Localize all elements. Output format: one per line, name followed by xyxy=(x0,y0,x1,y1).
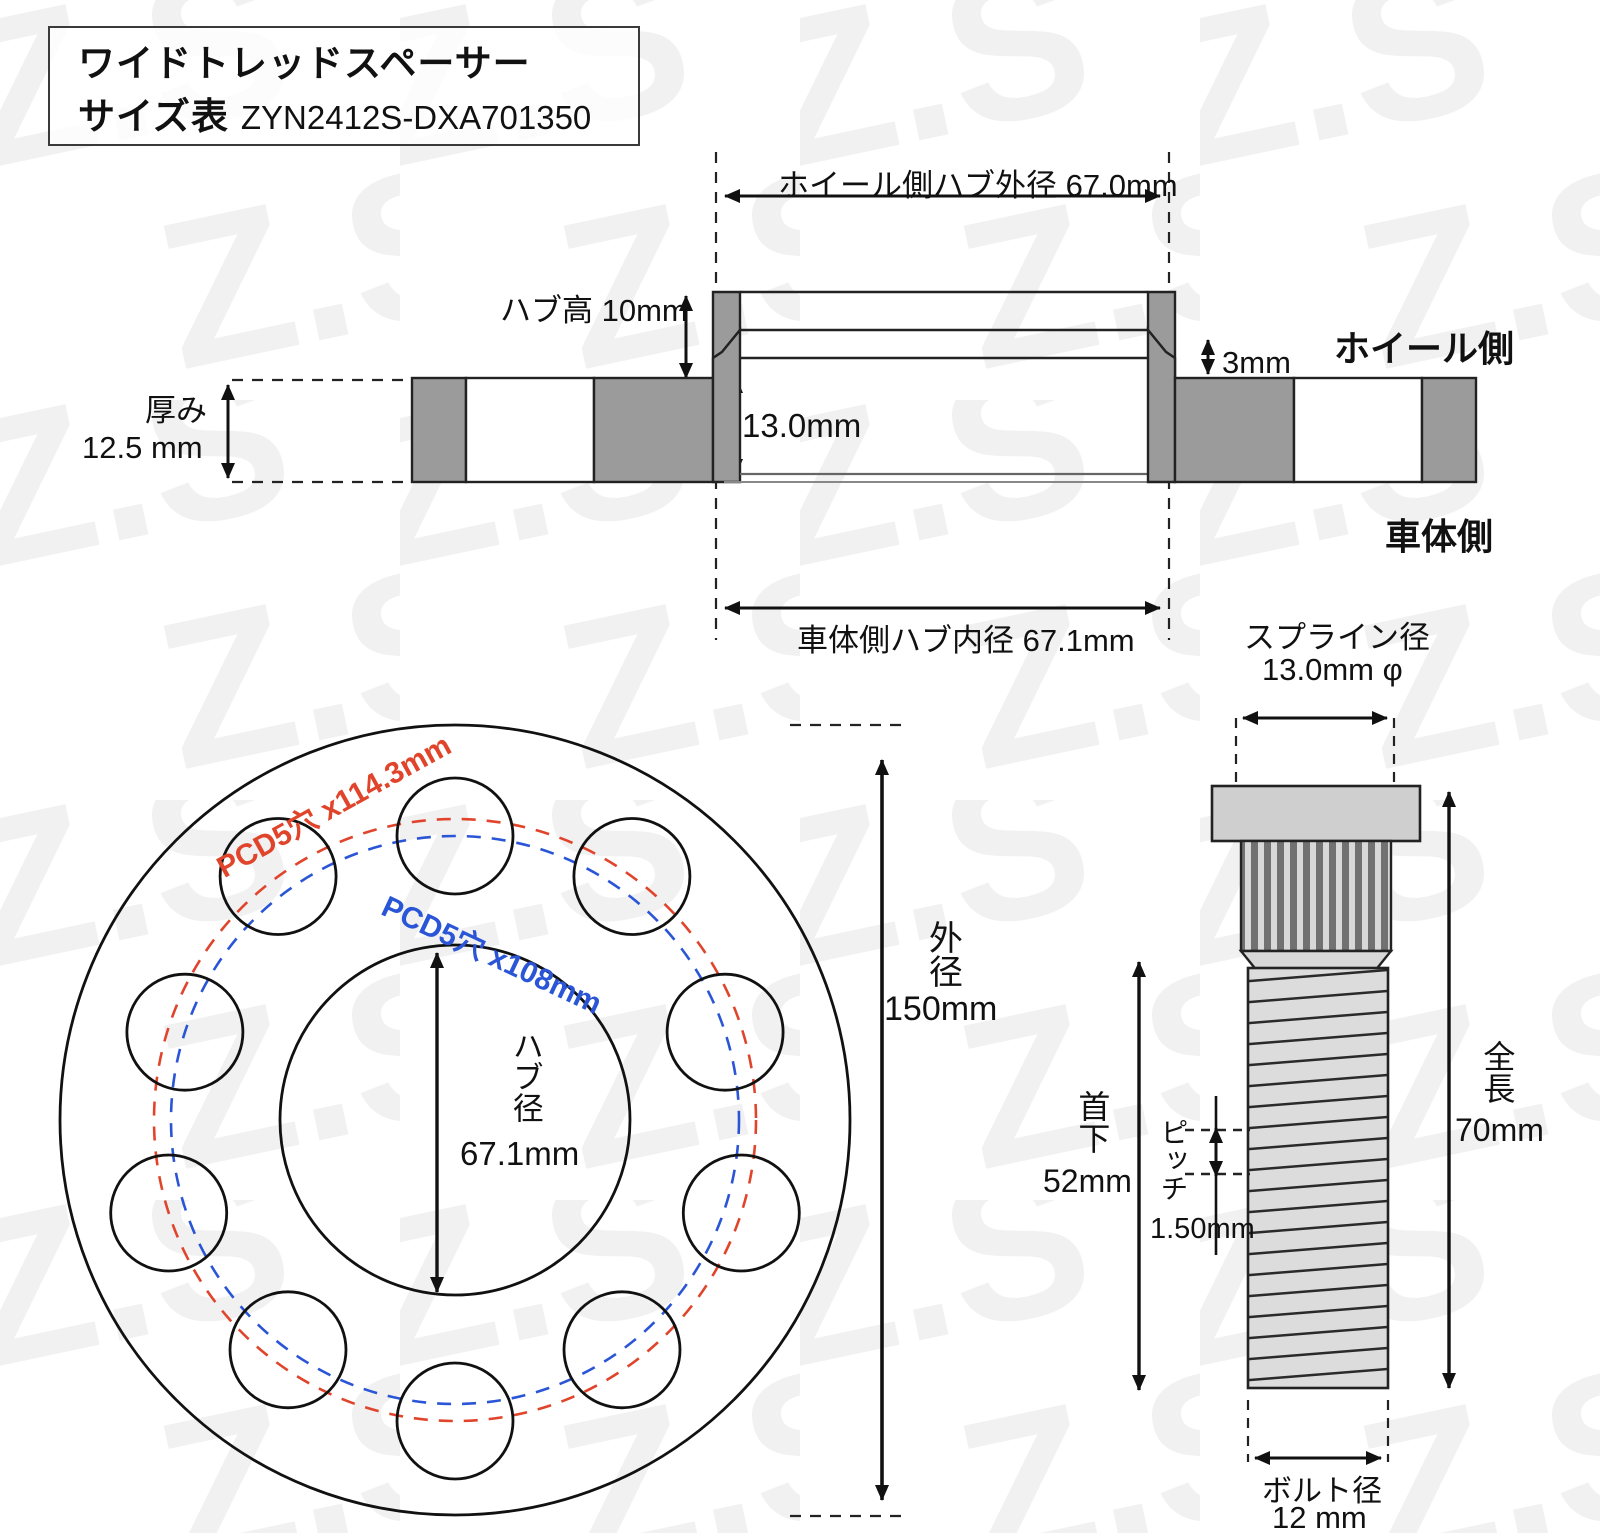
label-bolt-diameter-value: 12 mm xyxy=(1272,1500,1367,1533)
pcd-inner-circle xyxy=(169,834,741,1406)
label-pitch: ピッチ xyxy=(1155,1118,1189,1208)
label-hub-step-depth: 13.0mm xyxy=(742,407,862,444)
label-spline-diameter-value: 13.0mm φ xyxy=(1262,652,1403,687)
label-hub-diameter-ch: ハブ径 xyxy=(507,1030,543,1123)
label-hub-diameter-value: 67.1mm xyxy=(460,1135,580,1172)
pcd-outer-circle xyxy=(152,817,758,1423)
label-outer-diameter-value: 150mm xyxy=(884,990,998,1028)
label-wheel-hub-outer-diameter: ホイール側ハブ外径 67.0mm xyxy=(778,168,1178,203)
label-hub-height: ハブ高 10mm xyxy=(500,293,688,328)
label-wheel-side: ホイール側 xyxy=(1334,328,1515,369)
bolt-holes xyxy=(109,776,801,1481)
bolt-spline-section xyxy=(1239,839,1393,953)
bolt-thread-section xyxy=(1246,966,1390,1390)
title-box: ワイドトレッドスペーサー サイズ表 ZYN2412S-DXA701350 xyxy=(48,26,640,146)
label-outer-diameter: 外径 xyxy=(920,920,964,995)
hub-bore-circle xyxy=(278,943,632,1297)
label-hub-diameter: ハブ径 xyxy=(505,1030,545,1129)
page-title-line1: ワイドトレッドスペーサー xyxy=(78,43,531,84)
bolt-view xyxy=(1132,711,1456,1465)
label-body-side: 車体側 xyxy=(1385,516,1494,557)
face-view xyxy=(58,723,906,1518)
label-overall-length-value: 70mm xyxy=(1455,1112,1544,1148)
label-under-head: 首下 xyxy=(1072,1090,1112,1160)
label-pitch-ch: ピッチ xyxy=(1157,1118,1189,1202)
label-bolt-diameter: ボルト径 xyxy=(1262,1475,1382,1508)
product-code: ZYN2412S-DXA701350 xyxy=(240,99,592,136)
label-chamfer: 3mm xyxy=(1222,345,1291,380)
label-pitch-value: 1.50mm xyxy=(1150,1213,1255,1245)
outer-circle xyxy=(58,723,852,1517)
label-body-hub-inner-diameter: 車体側ハブ内径 67.1mm xyxy=(797,623,1135,658)
label-spline-diameter: スプライン径 xyxy=(1244,620,1430,655)
cross-section-view xyxy=(221,152,1478,640)
label-thickness-value: 12.5 mm xyxy=(82,430,203,465)
label-outer-diameter-ch: 外径 xyxy=(923,920,962,988)
page-title-line2: サイズ表 xyxy=(78,96,229,137)
label-under-head-value: 52mm xyxy=(1043,1163,1132,1199)
label-overall-length: 全長 xyxy=(1477,1040,1517,1110)
label-overall-length-ch: 全長 xyxy=(1479,1040,1516,1104)
bolt-head xyxy=(1210,784,1422,843)
label-under-head-ch: 首下 xyxy=(1074,1090,1111,1154)
label-thickness: 厚み xyxy=(145,393,207,428)
